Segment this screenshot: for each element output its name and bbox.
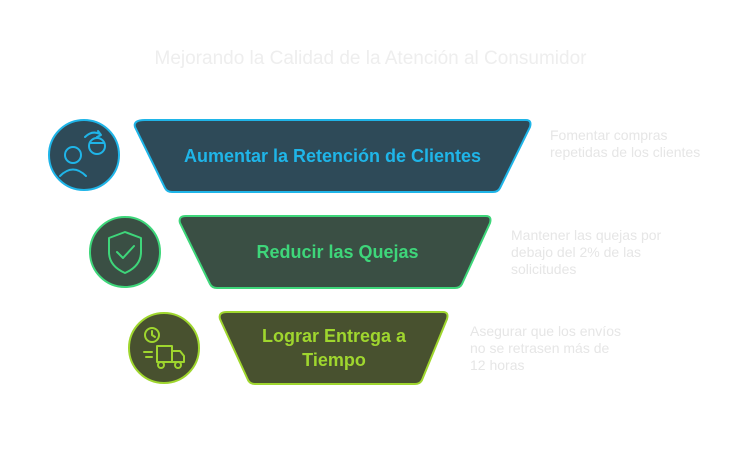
- level-2-description-line-3: solicitudes: [511, 261, 577, 277]
- level-1-label-text: Aumentar la Retención de Clientes: [183, 146, 482, 166]
- level-2-description: Mantener las quejas por debajo del 2% de…: [511, 227, 661, 278]
- level-3-label-line-2: Tiempo: [302, 350, 366, 370]
- delivery-truck-clock-icon: [128, 312, 200, 384]
- shield-check-icon: [89, 216, 161, 288]
- diagram-title: Mejorando la Calidad de la Atención al C…: [154, 48, 587, 69]
- level-3-description-line-3: 12 horas: [470, 357, 525, 373]
- level-3-label-line-1: Lograr Entrega a: [261, 326, 407, 346]
- level-1-description-line-2: repetidas de los clientes: [550, 144, 701, 160]
- level-3-description: Asegurar que los envíos no se retrasen m…: [470, 323, 621, 374]
- funnel-band-2: [178, 215, 492, 289]
- level-2-description-line-1: Mantener las quejas por: [511, 227, 662, 243]
- level-3-description-line-1: Asegurar que los envíos: [470, 323, 621, 339]
- funnel-band-1: [133, 119, 532, 193]
- level-2-label-text: Reducir las Quejas: [256, 242, 419, 262]
- funnel-band-3: [218, 311, 449, 385]
- customer-retention-icon: [48, 119, 120, 191]
- level-3-description-line-2: no se retrasen más de: [470, 340, 610, 356]
- level-1-description: Fomentar compras repetidas de los client…: [550, 127, 700, 161]
- level-1-label: Aumentar la Retención de Clientes: [150, 140, 515, 172]
- level-1-description-line-1: Fomentar compras: [550, 127, 668, 143]
- level-2-description-line-2: debajo del 2% de las: [511, 244, 641, 260]
- level-3-label: Lograr Entrega a Tiempo: [234, 322, 434, 374]
- level-2-label: Reducir las Quejas: [195, 236, 480, 268]
